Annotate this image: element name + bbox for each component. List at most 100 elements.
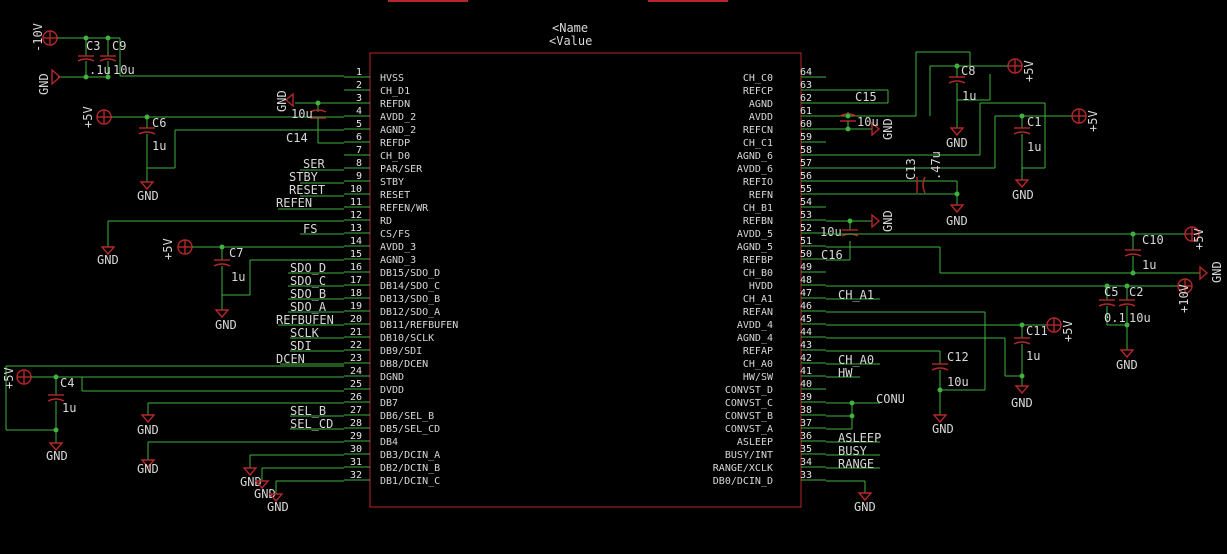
net-range: RANGE [838, 457, 874, 471]
c9-value: 10u [113, 63, 135, 77]
pin-number: 22 [350, 340, 362, 351]
pin-label: DB1/DCIN_C [380, 476, 440, 487]
c6-network: +5V C6 1u GND [81, 106, 344, 203]
ic-body[interactable] [369, 52, 802, 508]
pin-label: STBY [380, 177, 404, 188]
net-stby: STBY [289, 170, 319, 184]
pin-number: 14 [350, 236, 362, 247]
pin-label: CONVST_A [725, 424, 773, 435]
c2-value: 10u [1129, 311, 1151, 325]
pin-number: 10 [350, 184, 362, 195]
pin-number: 21 [350, 327, 362, 338]
pin-label: AVDD_2 [380, 112, 416, 123]
supply-p10v-label: +10V [1177, 284, 1191, 313]
c8-value: 1u [962, 89, 976, 103]
net-busy: BUSY [838, 444, 868, 458]
c5-c2-network: C5 C2 0.1 10u GND +10V [826, 278, 1193, 372]
pin-label: CONVST_B [725, 411, 773, 422]
supply-p5v-label: +5V [1022, 60, 1036, 82]
supply-m10v-label: -10V [31, 23, 45, 52]
supply-p5v-label: +5V [2, 367, 16, 389]
c1-value: 1u [1027, 140, 1041, 154]
offscreen-part-marker [388, 0, 468, 2]
part-value-label: <Value [549, 34, 592, 48]
gnd-label: GND [254, 487, 276, 501]
pin-number: 8 [356, 158, 362, 169]
pin-number: 62 [800, 93, 812, 104]
c15-name: C15 [855, 90, 877, 104]
pin-number: 46 [800, 301, 812, 312]
c5-value: 0.1 [1104, 311, 1126, 325]
pin-number: 54 [800, 197, 812, 208]
c16-name: C16 [821, 248, 843, 262]
pin-number: 16 [350, 262, 362, 273]
c13-name: C13 [904, 158, 918, 180]
pin-number: 28 [350, 418, 362, 429]
pin-label: DB2/DCIN_B [380, 463, 440, 474]
c7-network: +5V C7 1u GND [161, 238, 344, 332]
pin-label: CH_C1 [743, 138, 773, 149]
pin-label: REFAN [743, 307, 773, 318]
gnd-label: GND [1210, 261, 1224, 283]
pin-label: DGND [380, 372, 404, 383]
pin-number: 3 [356, 93, 362, 104]
c11-value: 1u [1026, 349, 1040, 363]
pin-label: HVSS [380, 73, 404, 84]
pin-label: CH_A1 [743, 294, 773, 305]
net-refen: REFEN [276, 196, 312, 210]
net-refbufen: REFBUFEN [276, 313, 334, 327]
net-sdo-a: SDO_A [290, 300, 327, 314]
pin-label: REFAP [743, 346, 773, 357]
pin-number: 24 [350, 366, 362, 377]
net-sel-cd: SEL_CD [290, 417, 333, 431]
pin-label: DB8/DCEN [380, 359, 428, 370]
pin-label: CONVST_C [725, 398, 773, 409]
pin-number: 61 [800, 106, 812, 117]
pin-number: 7 [356, 145, 362, 156]
pin-number: 59 [800, 132, 812, 143]
supply-p5v-label: +5V [81, 106, 95, 128]
pin-number: 12 [350, 210, 362, 221]
pin-label: AVDD_5 [737, 229, 773, 240]
net-fs: FS [303, 222, 317, 236]
pin-number: 32 [350, 470, 362, 481]
pin-label: REFCN [743, 125, 773, 136]
pin-label: DB11/REFBUFEN [380, 320, 458, 331]
pin-label: AVDD_4 [737, 320, 773, 331]
net-sdo-d: SDO_D [290, 261, 326, 275]
pin-number: 31 [350, 457, 362, 468]
c12-name: C12 [947, 350, 969, 364]
gnd-label: GND [137, 189, 159, 203]
c7-value: 1u [231, 270, 245, 284]
c3-value: .1u [89, 63, 111, 77]
pin-label: CH_D0 [380, 151, 410, 162]
pin-number: 47 [800, 288, 812, 299]
pin-label: REFN [749, 190, 773, 201]
pin-number: 6 [356, 132, 362, 143]
pin-number: 23 [350, 353, 362, 364]
c16-value: 10u [820, 225, 842, 239]
pin-number: 52 [800, 223, 812, 234]
pin-number: 15 [350, 249, 362, 260]
c15-value: 10u [857, 115, 879, 129]
pin-number: 58 [800, 145, 812, 156]
gnd-label: GND [946, 136, 968, 150]
c16-c10-network: GND 10u C16 C10 1u +5V GND [820, 210, 1224, 283]
pin-label: CH_C0 [743, 73, 773, 84]
c7-name: C7 [229, 246, 243, 260]
c9-name: C9 [112, 39, 126, 53]
pin-number: 49 [800, 262, 812, 273]
pin-number: 18 [350, 288, 362, 299]
net-sdi: SDI [290, 339, 312, 353]
gnd-label: GND [137, 462, 159, 476]
supply-p5v-label: +5V [1192, 228, 1206, 250]
net-reset: RESET [289, 183, 325, 197]
net-hw: HW [838, 366, 853, 380]
pin-number: 44 [800, 327, 812, 338]
pin-label: AVDD_6 [737, 164, 773, 175]
pin-label: DB13/SDO_B [380, 294, 440, 305]
c14-name: C14 [286, 131, 308, 145]
net-ser: SER [303, 157, 325, 171]
c3-c9-network: -10V GND C3 C9 .1u 10u [31, 23, 344, 95]
